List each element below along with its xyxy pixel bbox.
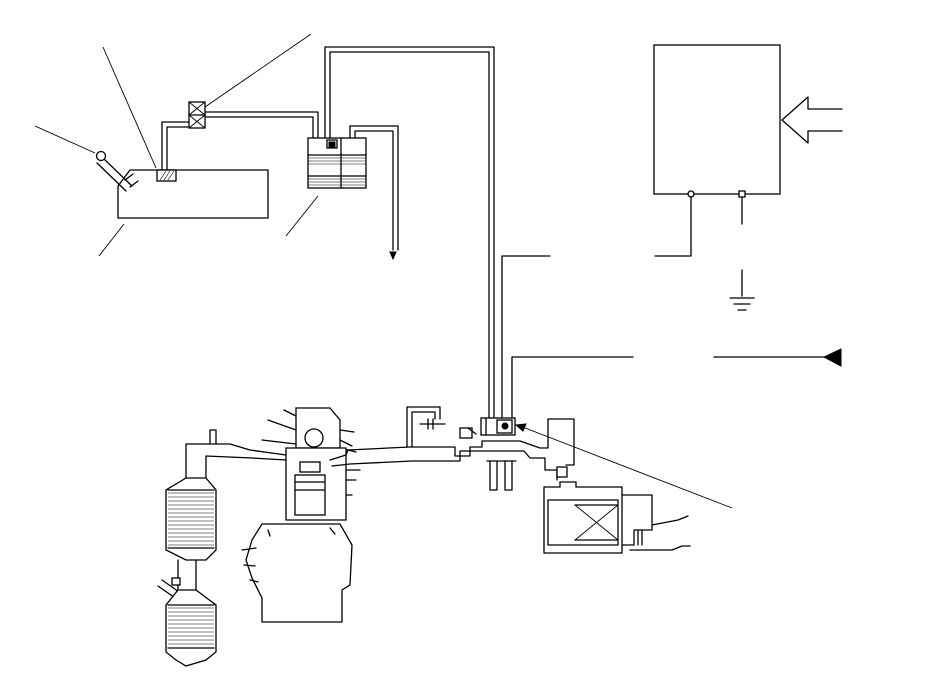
control-unit-icon [653,44,781,198]
purge-line [324,46,495,421]
air-cleaner-icon [543,466,691,554]
filler-cap-icon [95,150,139,192]
engine-icon [241,407,361,623]
ecm-wiring [501,196,842,421]
canister-vent-tube [349,125,399,261]
valve-icon [156,169,177,182]
solenoid-valve-icon [480,417,516,436]
canister-icon [307,137,367,189]
fuel-tank [117,169,269,219]
input-arrow-icon [781,96,843,144]
ground-icon [729,297,755,311]
two-way-valve-icon [188,101,206,129]
catalyst-icon [157,429,287,667]
leader-lines [34,33,733,509]
vapor-line [161,111,319,171]
intake-duct [347,406,575,491]
